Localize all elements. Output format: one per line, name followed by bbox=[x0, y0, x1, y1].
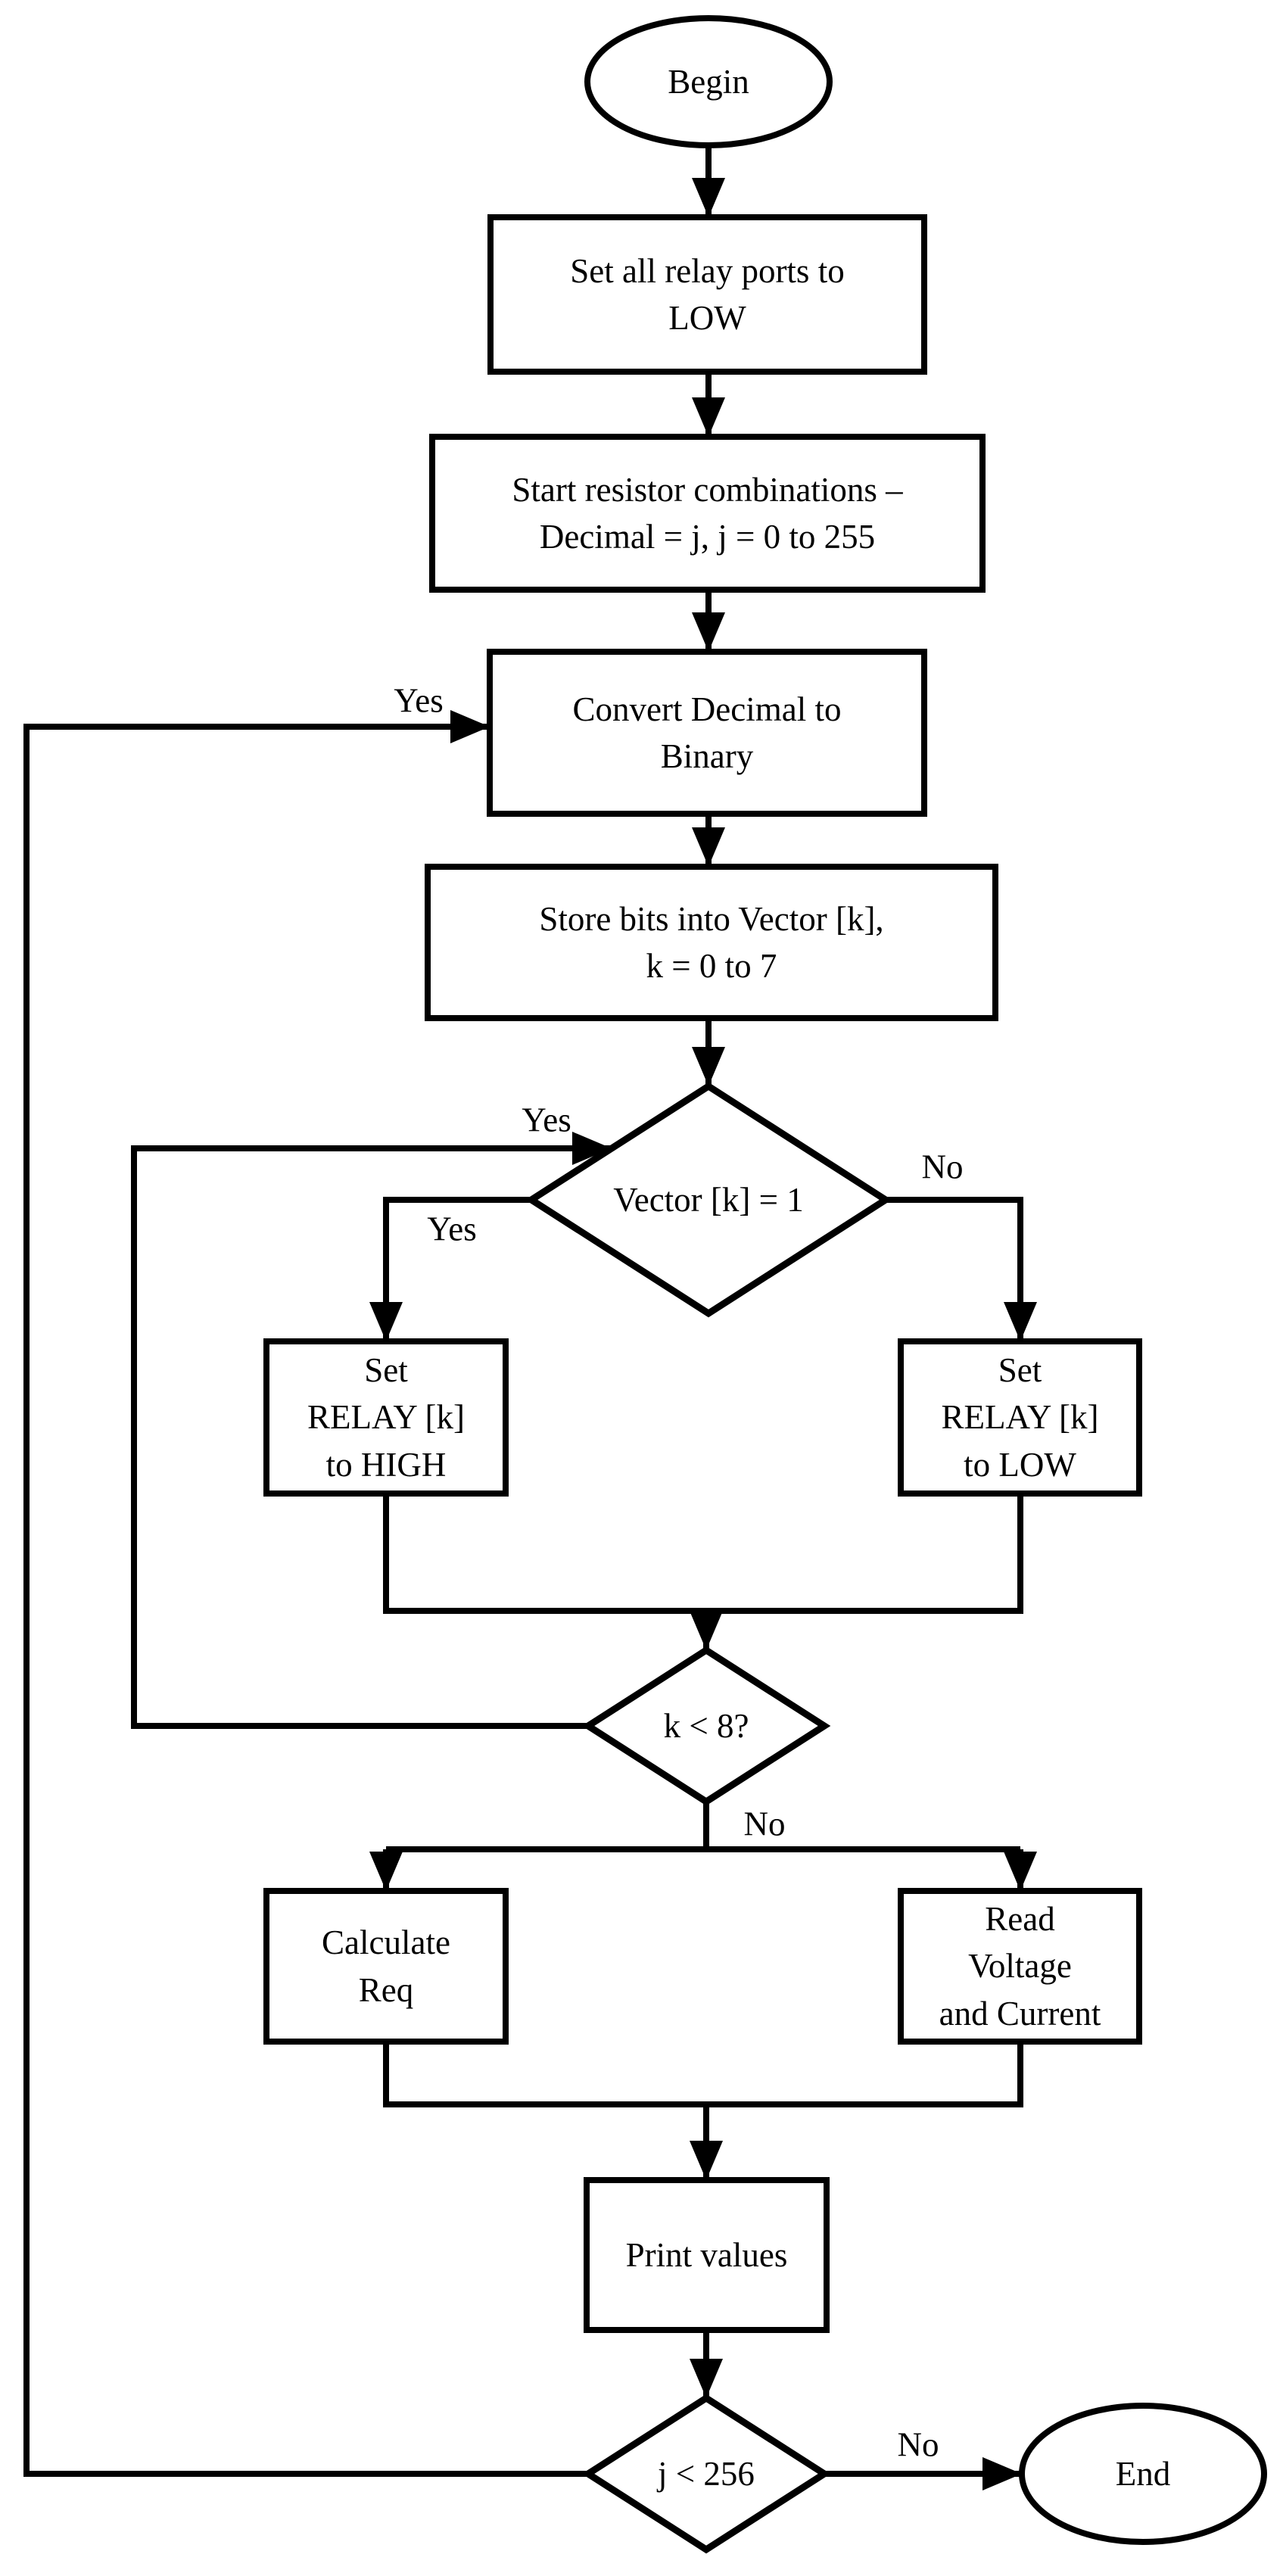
merge-line-calc-read bbox=[383, 2042, 1023, 2107]
k-check-label: k < 8? bbox=[663, 1706, 749, 1745]
start-combinations-box bbox=[429, 434, 986, 593]
relay-high-label: Set RELAY [k] to HIGH bbox=[307, 1351, 465, 1484]
vector-check-diamond bbox=[525, 1082, 892, 1318]
begin-oval bbox=[584, 15, 833, 148]
arrow-vectorcheck-no-to-relaylow bbox=[886, 1197, 1037, 1341]
set-ports-low-label: Set all relay ports to LOW bbox=[570, 251, 845, 337]
relay-low-label: Set RELAY [k] to LOW bbox=[941, 1351, 1099, 1484]
j-check-diamond bbox=[581, 2394, 831, 2554]
relay-high-box bbox=[263, 1338, 509, 1497]
j-check-yes-label: Yes bbox=[394, 681, 444, 720]
calculate-req-label: Calculate Req bbox=[322, 1923, 450, 2009]
relay-low-box bbox=[898, 1338, 1142, 1497]
j-check-label: j < 256 bbox=[658, 2454, 755, 2493]
convert-decimal-label: Convert Decimal to Binary bbox=[572, 690, 842, 775]
calculate-req-box bbox=[263, 1888, 509, 2045]
arrow-jcheck-yes-loop-to-convert bbox=[23, 710, 588, 2477]
print-values-box bbox=[584, 2177, 830, 2333]
end-label: End bbox=[1115, 2454, 1171, 2493]
store-bits-label: Store bits into Vector [k], k = 0 to 7 bbox=[539, 899, 884, 985]
set-ports-low-box bbox=[487, 214, 927, 375]
merge-line-relay-boxes bbox=[383, 1494, 1023, 1614]
k-check-yes-label: Yes bbox=[522, 1101, 571, 1139]
vector-check-no-label: No bbox=[921, 1148, 964, 1186]
convert-decimal-box bbox=[487, 649, 927, 817]
print-values-label: Print values bbox=[625, 2235, 788, 2274]
arrow-vectorcheck-yes-to-relayhigh bbox=[369, 1197, 531, 1341]
vector-check-label: Vector [k] = 1 bbox=[613, 1180, 804, 1219]
start-combinations-label: Start resistor combinations – Decimal = … bbox=[512, 470, 903, 556]
read-voltage-box bbox=[898, 1888, 1142, 2045]
k-check-no-label: No bbox=[743, 1805, 786, 1843]
begin-label: Begin bbox=[668, 62, 749, 101]
end-oval bbox=[1019, 2403, 1267, 2545]
vector-check-yes-label: Yes bbox=[427, 1210, 477, 1248]
store-bits-box bbox=[425, 864, 998, 1021]
k-check-diamond bbox=[581, 1646, 831, 1806]
read-voltage-label: Read Voltage and Current bbox=[939, 1900, 1101, 2032]
j-check-no-label: No bbox=[897, 2425, 939, 2464]
arrow-kcheck-yes-loop-to-vectorcheck bbox=[131, 1132, 612, 1729]
